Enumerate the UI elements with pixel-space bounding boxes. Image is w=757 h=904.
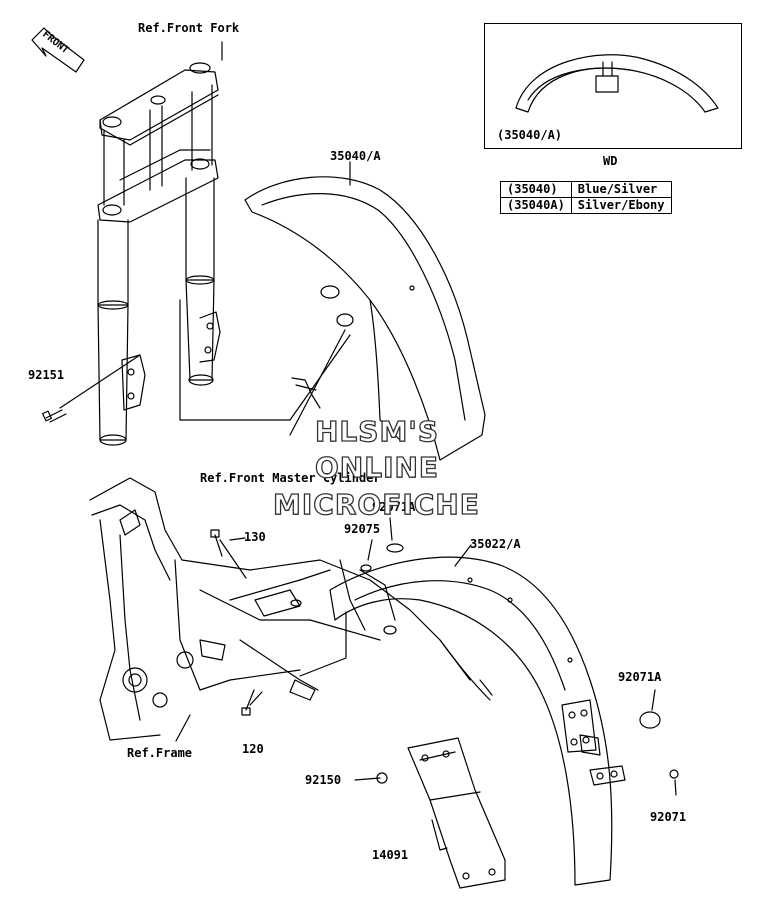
- table-row: (35040) Blue/Silver: [500, 181, 672, 198]
- frame-drawing: [89, 477, 471, 741]
- front-arrow-icon: [31, 27, 85, 73]
- part-92071A-right-label: 92071A: [618, 670, 662, 684]
- color-code-cell: (35040A): [500, 197, 572, 214]
- color-code-cell: (35040): [500, 181, 572, 198]
- part-92075-label: 92075: [344, 522, 381, 536]
- variant-wd-label: WD: [603, 154, 618, 168]
- part-92071A-top-label: 92071A: [372, 500, 416, 514]
- ref-front-fork-label: Ref.Front Fork: [138, 21, 240, 35]
- part-92151-label: 92151: [28, 368, 65, 382]
- fender-brace-drawing: [407, 737, 506, 889]
- inset-part-label: (35040/A): [497, 128, 563, 142]
- ref-frame-label: Ref.Frame: [127, 746, 193, 760]
- color-name-cell: Blue/Silver: [570, 181, 672, 198]
- grommet-icon: [639, 711, 661, 729]
- color-name-cell: Silver/Ebony: [570, 197, 672, 214]
- part-130-label: 130: [244, 530, 266, 544]
- grommet-icon: [386, 543, 404, 553]
- part-35022A-label: 35022/A: [470, 537, 521, 551]
- part-35040A-label: 35040/A: [330, 149, 381, 163]
- front-fork-drawing: [97, 62, 221, 446]
- watermark-line-3: MICROFICHE: [272, 488, 480, 521]
- variant-inset-box: (35040/A): [484, 23, 742, 149]
- rear-fender-drawing: [329, 556, 626, 886]
- part-92150-label: 92150: [305, 773, 342, 787]
- inset-fender-drawing: [515, 54, 719, 113]
- ref-front-master-cylinder-label: Ref.Front Master Cylinder: [200, 471, 381, 485]
- table-row: (35040A) Silver/Ebony: [500, 197, 672, 214]
- part-120-label: 120: [242, 742, 264, 756]
- part-92071-label: 92071: [650, 810, 687, 824]
- watermark-line-2: ONLINE: [314, 451, 440, 484]
- part-14091-label: 14091: [372, 848, 409, 862]
- color-table: (35040) Blue/Silver (35040A) Silver/Ebon…: [500, 181, 672, 214]
- watermark-line-1: HLSM'S: [314, 415, 440, 448]
